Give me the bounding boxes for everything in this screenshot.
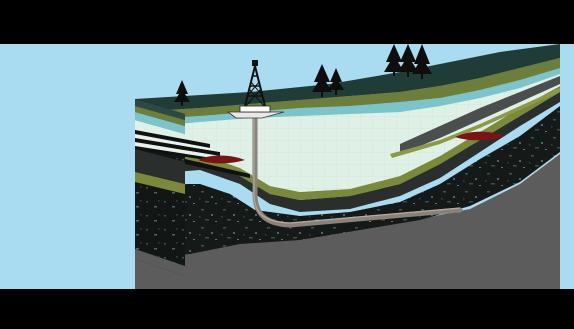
tree-group-middle — [312, 64, 344, 97]
front-olive-lower — [135, 172, 185, 194]
wellbore-highlight — [253, 116, 461, 224]
bedrock-layer — [135, 154, 560, 289]
front-stripe-1 — [135, 130, 210, 148]
ground-surface — [135, 44, 560, 112]
letterbox-bottom — [0, 289, 574, 329]
front-dark-band — [135, 149, 185, 184]
front-stripe-2 — [135, 138, 220, 156]
shale-layer — [135, 106, 560, 259]
front-aquifer-band — [135, 112, 185, 134]
drilling-rig — [226, 60, 285, 119]
gray-wedge-layer — [400, 76, 560, 154]
front-surface-band — [135, 99, 185, 120]
dark-band-layer — [150, 92, 560, 212]
front-bedrock — [135, 249, 185, 276]
front-stripe-pale — [135, 134, 220, 152]
oil-pocket-right — [455, 131, 505, 141]
cross-section-diagram — [0, 44, 574, 289]
right-edge-face — [560, 44, 574, 289]
left-dark-strip — [185, 159, 250, 178]
olive-thin-layer — [390, 88, 560, 158]
tree-group-right — [384, 44, 432, 79]
diagram-scene — [0, 44, 574, 289]
front-olive-band — [135, 106, 185, 126]
letterbox-top — [0, 0, 574, 44]
oil-pocket-left — [198, 155, 245, 164]
front-stripe-pale-2 — [135, 142, 225, 160]
tree-left — [174, 80, 190, 106]
